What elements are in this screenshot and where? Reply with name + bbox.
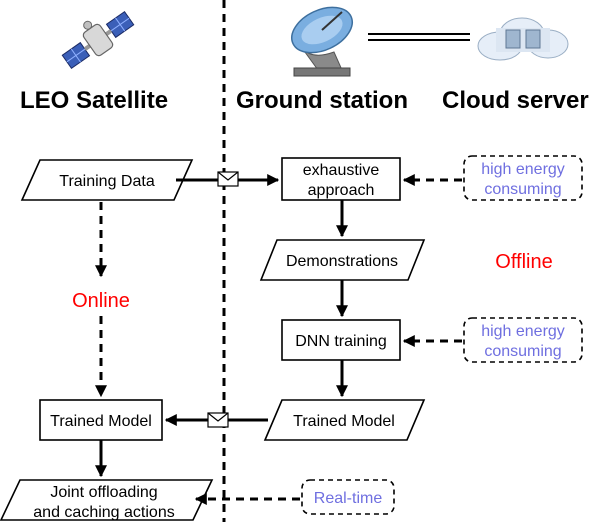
satellite-dish-icon xyxy=(291,6,353,77)
exhaustive-label-line1: exhaustive xyxy=(303,162,380,179)
trained-model-ground-node xyxy=(263,399,426,441)
realtime-note xyxy=(301,479,395,515)
exhaustive-label-line2: approach xyxy=(308,182,375,199)
training-data-node xyxy=(20,159,194,201)
high-energy-note-1-line1: high energy xyxy=(481,161,565,178)
satellite-icon xyxy=(61,10,135,70)
header-leo-satellite: LEO Satellite xyxy=(20,87,168,114)
online-label: Online xyxy=(72,290,130,312)
demonstrations-node xyxy=(259,239,426,281)
trained-model-sat-label: Trained Model xyxy=(50,413,152,430)
high-energy-note-2-line1: high energy xyxy=(481,323,565,340)
joint-actions-node xyxy=(0,479,214,521)
dnn-training-label: DNN training xyxy=(295,333,387,350)
high-energy-note-2-line2: consuming xyxy=(484,343,561,360)
header-cloud-server: Cloud server xyxy=(442,87,589,114)
dnn-training-node xyxy=(281,319,401,361)
realtime-note-label: Real-time xyxy=(314,490,383,507)
high-energy-note-1-line2: consuming xyxy=(484,181,561,198)
exhaustive-approach-node xyxy=(281,157,401,201)
trained-model-sat-node xyxy=(39,399,163,441)
cloud-server-icon xyxy=(477,17,569,61)
envelope-icon xyxy=(217,171,239,187)
demonstrations-label: Demonstrations xyxy=(286,253,398,270)
high-energy-note-1 xyxy=(463,155,583,201)
trained-model-ground-label: Trained Model xyxy=(293,413,395,430)
envelope-icon xyxy=(207,412,229,428)
high-energy-note-2 xyxy=(463,317,583,363)
joint-label-line2: and caching actions xyxy=(33,504,174,521)
training-data-label: Training Data xyxy=(59,173,155,190)
header-ground-station: Ground station xyxy=(236,87,408,114)
offline-label: Offline xyxy=(495,251,552,273)
joint-label-line1: Joint offloading xyxy=(50,484,157,501)
